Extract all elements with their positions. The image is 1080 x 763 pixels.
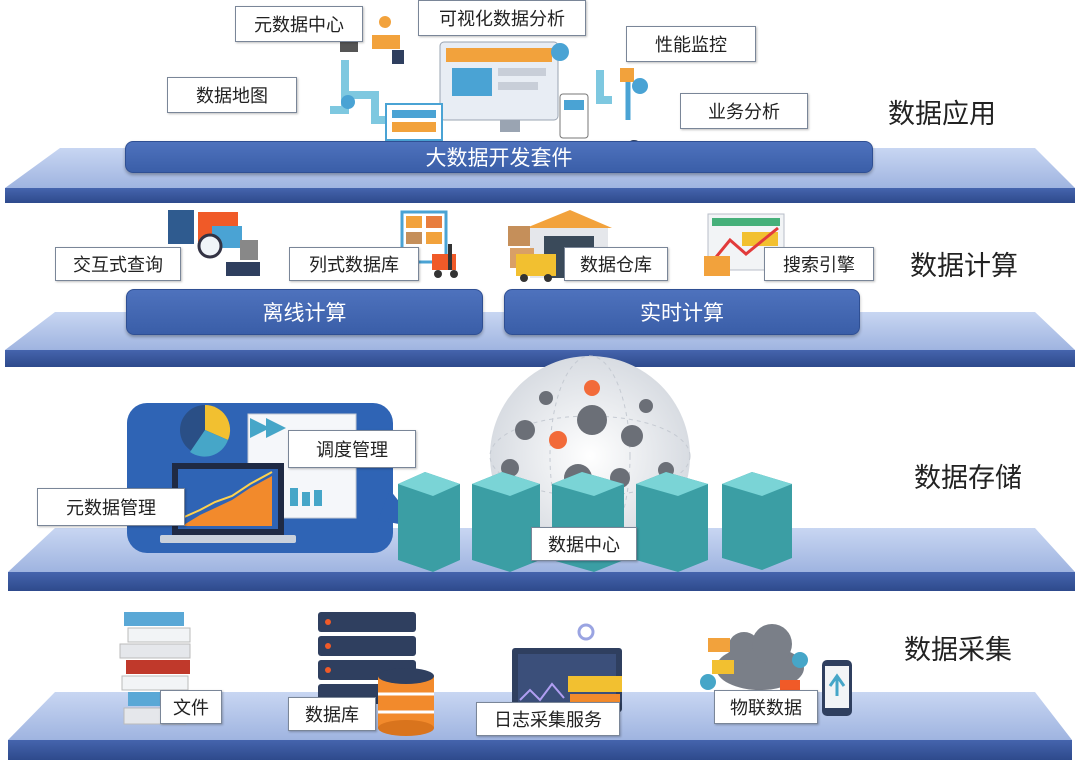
label-search-engine: 搜索引擎 <box>764 247 874 281</box>
layer-title-storage: 数据存储 <box>914 463 1022 494</box>
dashboard-monitor-icon <box>385 41 589 141</box>
label-data-map: 数据地图 <box>167 77 297 113</box>
pie-chart-icon <box>180 404 231 457</box>
layer-title-compute: 数据计算 <box>910 251 1018 282</box>
label-database: 数据库 <box>288 697 376 731</box>
warehouse-racks-icon <box>400 210 448 264</box>
label-file: 文件 <box>160 690 222 724</box>
iot-cloud-icon <box>700 624 808 694</box>
label-iot-data: 物联数据 <box>714 690 818 724</box>
label-log-collection: 日志采集服务 <box>476 702 620 736</box>
label-columnar-database: 列式数据库 <box>289 247 419 281</box>
label-data-center: 数据中心 <box>531 527 637 561</box>
layer-title-collection: 数据采集 <box>904 635 1012 666</box>
label-metadata-center: 元数据中心 <box>235 6 363 42</box>
label-data-warehouse: 数据仓库 <box>564 247 668 281</box>
band-realtime-compute: 实时计算 <box>504 289 860 335</box>
flowchart-icon <box>330 16 404 124</box>
layer-title-application: 数据应用 <box>888 99 996 130</box>
band-offline-compute: 离线计算 <box>126 289 483 335</box>
label-interactive-query: 交互式查询 <box>55 247 181 281</box>
label-schedule-management: 调度管理 <box>288 430 416 468</box>
label-metadata-management: 元数据管理 <box>37 488 185 526</box>
laptop-chart-icon <box>160 463 296 543</box>
log-monitor-icon <box>512 623 622 712</box>
band-big-data-dev-suite: 大数据开发套件 <box>125 141 873 173</box>
phone-icon <box>822 660 852 716</box>
label-visual-analysis: 可视化数据分析 <box>418 0 586 36</box>
analytics-icon <box>168 210 260 276</box>
server-rack-icon <box>398 472 792 572</box>
forklift-icon <box>432 244 458 278</box>
database-cylinder-icon <box>378 668 434 736</box>
label-business-analysis: 业务分析 <box>680 93 808 129</box>
label-performance-monitor: 性能监控 <box>626 26 756 62</box>
